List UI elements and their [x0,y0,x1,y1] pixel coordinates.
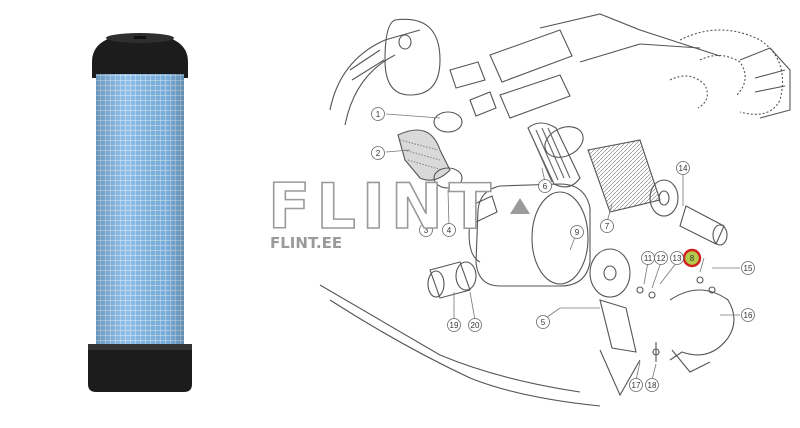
callout-circle [654,251,668,265]
callout-label: 2 [376,149,381,158]
callout-label: 20 [471,321,480,330]
callout: 4 [442,223,456,237]
callout-circle [600,219,614,233]
callout-label: 12 [657,254,666,263]
callout-label: 8 [690,254,695,263]
callout-circle [645,378,659,392]
callout-circle [419,223,433,237]
hose-clamp-lower [433,167,463,189]
filter-photo [88,33,192,392]
precleaner-housing [384,18,441,96]
air-filter-housing [475,183,591,287]
safety-element [587,139,661,213]
callout-label: 11 [644,254,653,263]
watermark-logo-triangle [510,198,530,214]
callout-label: 18 [648,381,657,390]
callout-circle [371,146,385,160]
mounting-band [669,289,735,361]
callout: 17 [629,378,643,392]
callout: 13 [670,251,684,265]
watermark-domain: FLINT.EE [270,234,342,252]
callout: 7 [600,219,614,233]
callout: 5 [536,315,550,329]
small-element [679,205,725,245]
callout-circle [570,225,584,239]
callout: 15 [741,261,755,275]
callout-label: 4 [447,226,452,235]
callout-circle [741,308,755,322]
callout-circle [629,378,643,392]
callout-highlighted: 8 [682,248,702,268]
callout-label: 5 [541,318,546,327]
callout-circle [741,261,755,275]
filter-bottom-cap [88,344,192,392]
watermark-brand: FLINT [268,170,497,243]
callout-label: 3 [424,226,429,235]
callout: 19 [447,318,461,332]
callout: 16 [741,308,755,322]
callout-circle [682,248,702,268]
callout-label: 15 [744,264,753,273]
filter-top-cap [92,34,188,78]
frame-line [329,29,421,111]
rubber-elbow [397,129,451,181]
callout: 18 [645,378,659,392]
filter-top-cap-logo [134,36,146,39]
callout: 2 [371,146,385,160]
callout-circle [676,161,690,175]
engine-intake [669,29,784,115]
leader-lines [385,113,740,381]
callout-label: 17 [632,381,641,390]
callout-circle [442,223,456,237]
callout: 1 [371,107,385,121]
callout: 9 [570,225,584,239]
callout-circle [371,107,385,121]
callout-label: 16 [744,311,753,320]
callout-label: 7 [605,222,610,231]
frame-line-lower [319,284,581,393]
callout-circle [536,315,550,329]
callout-circle [670,251,684,265]
hose-clamp-upper [433,111,463,133]
callout-label: 13 [673,254,682,263]
diagram-line-art [319,13,791,407]
intake-pipe [489,29,573,83]
callout-circle [447,318,461,332]
callout: 6 [538,179,552,193]
callout-circle [538,179,552,193]
callout: 12 [654,251,668,265]
callout: 20 [468,318,482,332]
sleeve [429,261,471,299]
callout-circle [468,318,482,332]
hose-clamp-top [349,49,385,81]
pipe-connector [449,61,486,89]
callout: 3 [419,223,433,237]
watermark: FLINT FLINT.EE [267,169,530,252]
housing-end-cover [589,248,631,298]
callout-label: 19 [450,321,459,330]
primary-element [527,122,581,188]
housing-inlet [469,195,498,223]
callout-label: 14 [679,164,688,173]
callout-label: 9 [575,228,580,237]
callout-label: 6 [543,182,548,191]
vacuator-valve [599,299,637,353]
callout: 11 [641,251,655,265]
callout: 14 [676,161,690,175]
callout-label: 1 [376,110,381,119]
